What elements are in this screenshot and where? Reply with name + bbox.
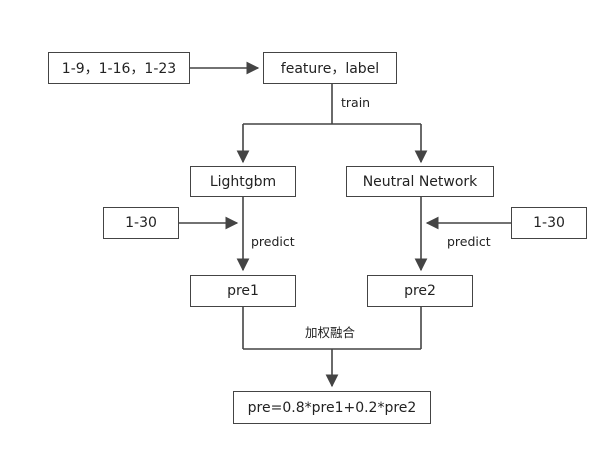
node-training-data: 1-9，1-16，1-23 [48,52,190,84]
label-weighted-fusion: 加权融合 [305,325,356,340]
node-neural-network: Neutral Network [346,166,494,197]
label-predict-right: predict [447,234,491,249]
node-pre1: pre1 [190,275,296,307]
label-train: train [341,95,371,110]
node-result: pre=0.8*pre1+0.2*pre2 [233,391,431,424]
node-test-data-left: 1-30 [103,207,179,239]
node-feature-label: feature，label [263,52,397,84]
node-pre2: pre2 [367,275,473,307]
node-lightgbm: Lightgbm [190,166,296,197]
node-test-data-right: 1-30 [511,207,587,239]
label-predict-left: predict [251,234,295,249]
